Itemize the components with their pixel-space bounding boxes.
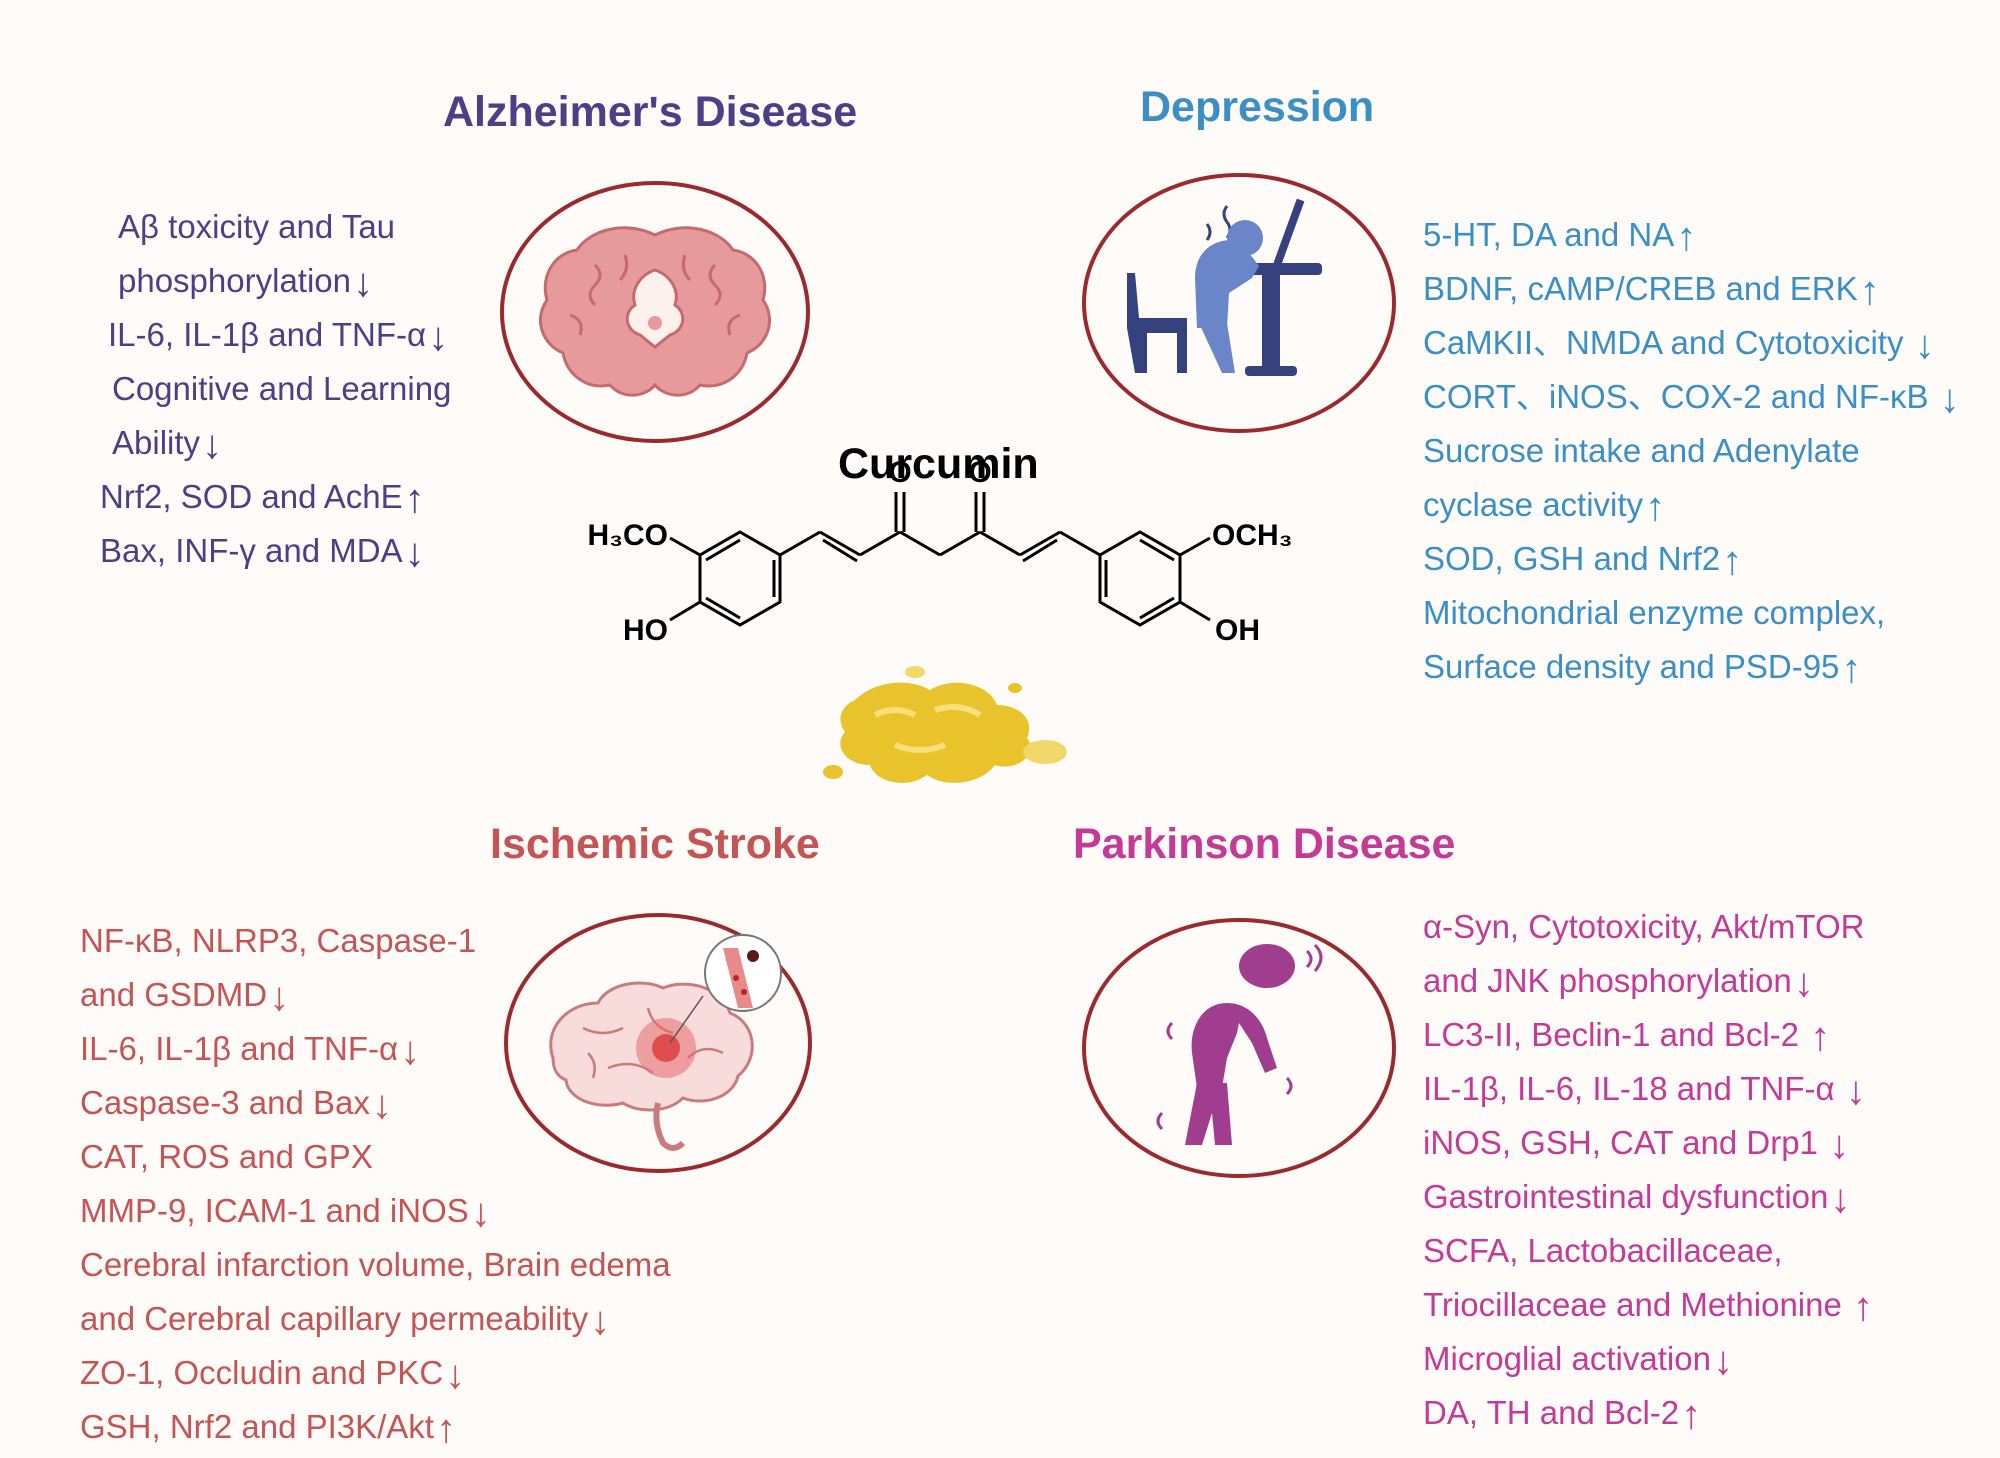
carbonyl-oxygen-left: O bbox=[888, 456, 911, 489]
depressed-person-at-desk-icon bbox=[1082, 173, 1396, 433]
methoxy-left: H₃CO bbox=[587, 519, 668, 552]
brain-section-icon bbox=[500, 181, 810, 443]
list-item: IL-6, IL-1β and TNF-α↓ bbox=[108, 315, 449, 359]
list-item: CORT、iNOS、COX-2 and NF-κB ↓ bbox=[1423, 377, 1960, 421]
list-item: phosphorylation↓ bbox=[118, 261, 373, 305]
list-item: SCFA, Lactobacillaceae, bbox=[1423, 1232, 1783, 1269]
list-item: CAT, ROS and GPX bbox=[80, 1138, 373, 1175]
list-item: NF-κB, NLRP3, Caspase-1 bbox=[80, 922, 477, 959]
ischemic-stroke-effects-list: NF-κB, NLRP3, Caspase-1 and GSDMD↓ IL-6,… bbox=[80, 914, 673, 1454]
list-item: Gastrointestinal dysfunction↓ bbox=[1423, 1177, 1851, 1221]
list-item: DA, TH and Bcl-2↑ bbox=[1423, 1393, 1702, 1437]
list-item: α-Syn, Cytotoxicity, Akt/mTOR bbox=[1423, 908, 1865, 945]
list-item: Sucrose intake and Adenylate bbox=[1423, 432, 1860, 469]
list-item: Cerebral infarction volume, Brain edema bbox=[80, 1246, 671, 1283]
list-item: and JNK phosphorylation↓ bbox=[1423, 961, 1814, 1005]
turmeric-powder-icon bbox=[823, 666, 1067, 783]
brain-stroke-icon bbox=[504, 913, 812, 1173]
list-item: IL-1β, IL-6, IL-18 and TNF-α ↓ bbox=[1423, 1069, 1866, 1113]
list-item: IL-6, IL-1β and TNF-α↓ bbox=[80, 1029, 421, 1073]
hydroxyl-left: HO bbox=[623, 614, 668, 647]
parkinson-effects-list: α-Syn, Cytotoxicity, Akt/mTOR and JNK ph… bbox=[1423, 900, 1873, 1440]
list-item: and GSDMD↓ bbox=[80, 975, 290, 1019]
depression-title: Depression bbox=[1140, 83, 1375, 131]
alzheimers-effects-list: Aβ toxicity and Tau phosphorylation↓ IL-… bbox=[100, 200, 453, 578]
list-item: cyclase activity↑ bbox=[1423, 485, 1666, 529]
list-item: LC3-II, Beclin-1 and Bcl-2 ↑ bbox=[1423, 1015, 1831, 1059]
list-item: and Cerebral capillary permeability↓ bbox=[80, 1299, 611, 1343]
list-item: Aβ toxicity and Tau bbox=[118, 208, 396, 245]
ischemic-stroke-title: Ischemic Stroke bbox=[490, 820, 820, 868]
list-item: Surface density and PSD-95↑ bbox=[1423, 647, 1862, 691]
hydroxyl-right: OH bbox=[1215, 614, 1260, 647]
list-item: MMP-9, ICAM-1 and iNOS↓ bbox=[80, 1191, 491, 1235]
list-item: Cognitive and Learning bbox=[112, 370, 452, 407]
parkinson-title: Parkinson Disease bbox=[1073, 820, 1456, 868]
methoxy-right: OCH₃ bbox=[1212, 519, 1293, 552]
curcumin-label: Curcumin bbox=[838, 440, 1039, 488]
list-item: Triocillaceae and Methionine ↑ bbox=[1423, 1285, 1874, 1329]
list-item: Bax, INF-γ and MDA↓ bbox=[100, 531, 425, 575]
list-item: CaMKII、NMDA and Cytotoxicity ↓ bbox=[1423, 323, 1935, 367]
list-item: Nrf2, SOD and AchE↑ bbox=[100, 477, 425, 521]
tremor-person-icon bbox=[1082, 918, 1396, 1178]
depression-effects-list: 5-HT, DA and NA↑ BDNF, cAMP/CREB and ERK… bbox=[1423, 208, 1960, 694]
list-item: GSH, Nrf2 and PI3K/Akt↑ bbox=[80, 1407, 456, 1451]
carbonyl-oxygen-right: O bbox=[968, 456, 991, 489]
list-item: Caspase-3 and Bax↓ bbox=[80, 1083, 392, 1127]
alzheimers-title: Alzheimer's Disease bbox=[443, 88, 858, 136]
list-item: iNOS, GSH, CAT and Drp1 ↓ bbox=[1423, 1123, 1850, 1167]
list-item: ZO-1, Occludin and PKC↓ bbox=[80, 1353, 466, 1397]
list-item: Ability↓ bbox=[112, 423, 223, 467]
list-item: Microglial activation↓ bbox=[1423, 1339, 1733, 1383]
list-item: 5-HT, DA and NA↑ bbox=[1423, 215, 1697, 259]
curcumin-structure: O O H₃CO OCH₃ HO OH bbox=[587, 456, 1293, 647]
list-item: BDNF, cAMP/CREB and ERK↑ bbox=[1423, 269, 1880, 313]
list-item: Mitochondrial enzyme complex, bbox=[1423, 594, 1886, 631]
list-item: SOD, GSH and Nrf2↑ bbox=[1423, 539, 1743, 583]
